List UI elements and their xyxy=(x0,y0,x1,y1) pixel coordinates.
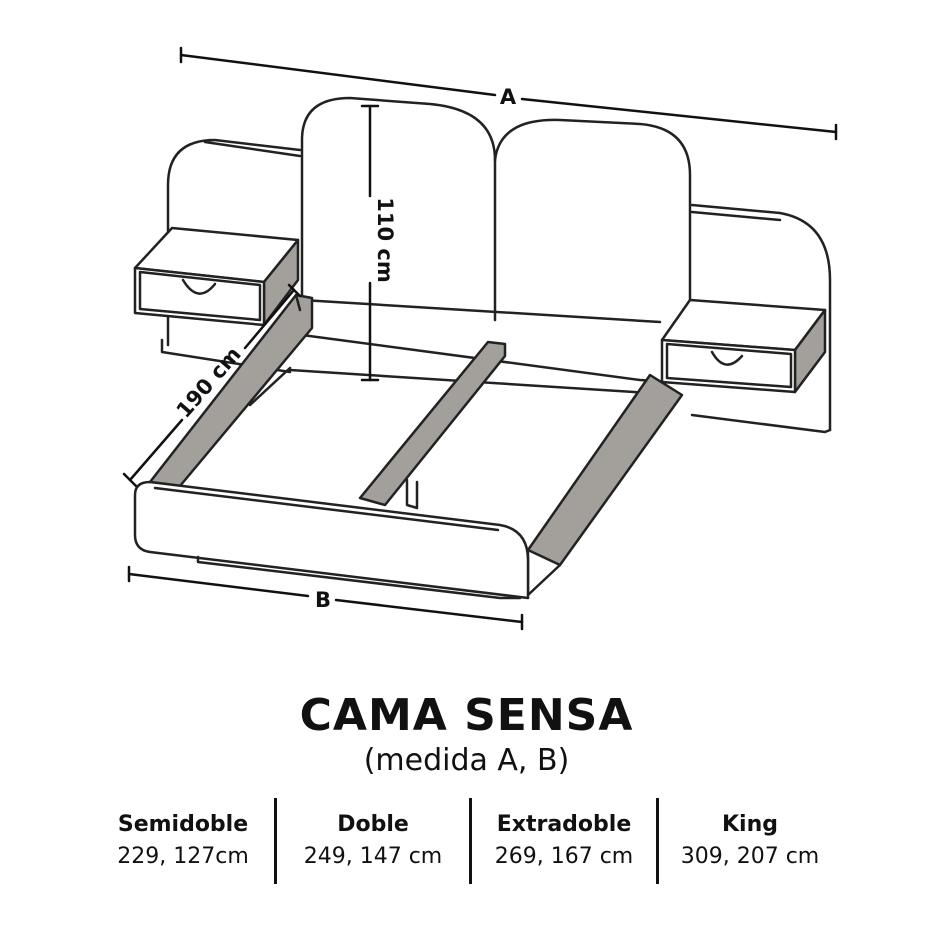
size-dimensions: 309, 207 cm xyxy=(680,844,820,869)
size-name: Semidoble xyxy=(117,812,249,837)
dimension-length-line xyxy=(128,288,296,482)
right-side-panel xyxy=(690,203,832,432)
left-side-rail xyxy=(148,293,314,488)
size-table: Semidoble 229, 127cm Doble 249, 147 cm E… xyxy=(92,798,852,884)
dimension-a-label: A xyxy=(500,85,517,109)
size-dimensions: 249, 147 cm xyxy=(303,844,443,869)
size-name: Extradoble xyxy=(496,812,632,837)
product-title: CAMA SENSA xyxy=(299,690,634,741)
size-column-semidoble: Semidoble 229, 127cm xyxy=(92,798,274,884)
size-column-extradoble: Extradoble 269, 167 cm xyxy=(472,798,656,884)
size-name: King xyxy=(722,812,778,837)
dimension-b-line xyxy=(127,572,524,624)
dimension-a-line xyxy=(179,53,838,134)
headboard-left-cushion xyxy=(300,96,497,302)
dimension-height-label: 110 cm xyxy=(373,197,397,282)
left-nightstand-handle xyxy=(181,278,217,295)
size-dimensions: 269, 167 cm xyxy=(494,844,634,869)
size-dimensions: 229, 127cm xyxy=(117,844,249,869)
headboard-right-cushion xyxy=(493,118,692,302)
left-side-panel xyxy=(166,138,302,347)
right-side-rail xyxy=(526,373,684,567)
footboard xyxy=(133,480,530,600)
column-divider xyxy=(656,798,659,884)
product-subtitle: (medida A, B) xyxy=(363,743,570,778)
size-name: Doble xyxy=(337,812,409,837)
size-column-king: King 309, 207 cm xyxy=(659,798,841,884)
size-column-doble: Doble 249, 147 cm xyxy=(277,798,469,884)
column-divider xyxy=(274,798,277,884)
right-nightstand-handle xyxy=(710,350,744,366)
center-slat xyxy=(358,340,507,507)
dimension-b-label: B xyxy=(315,588,331,612)
bed-technical-drawing: A B 110 cm 190 cm xyxy=(122,46,838,631)
column-divider xyxy=(469,798,472,884)
